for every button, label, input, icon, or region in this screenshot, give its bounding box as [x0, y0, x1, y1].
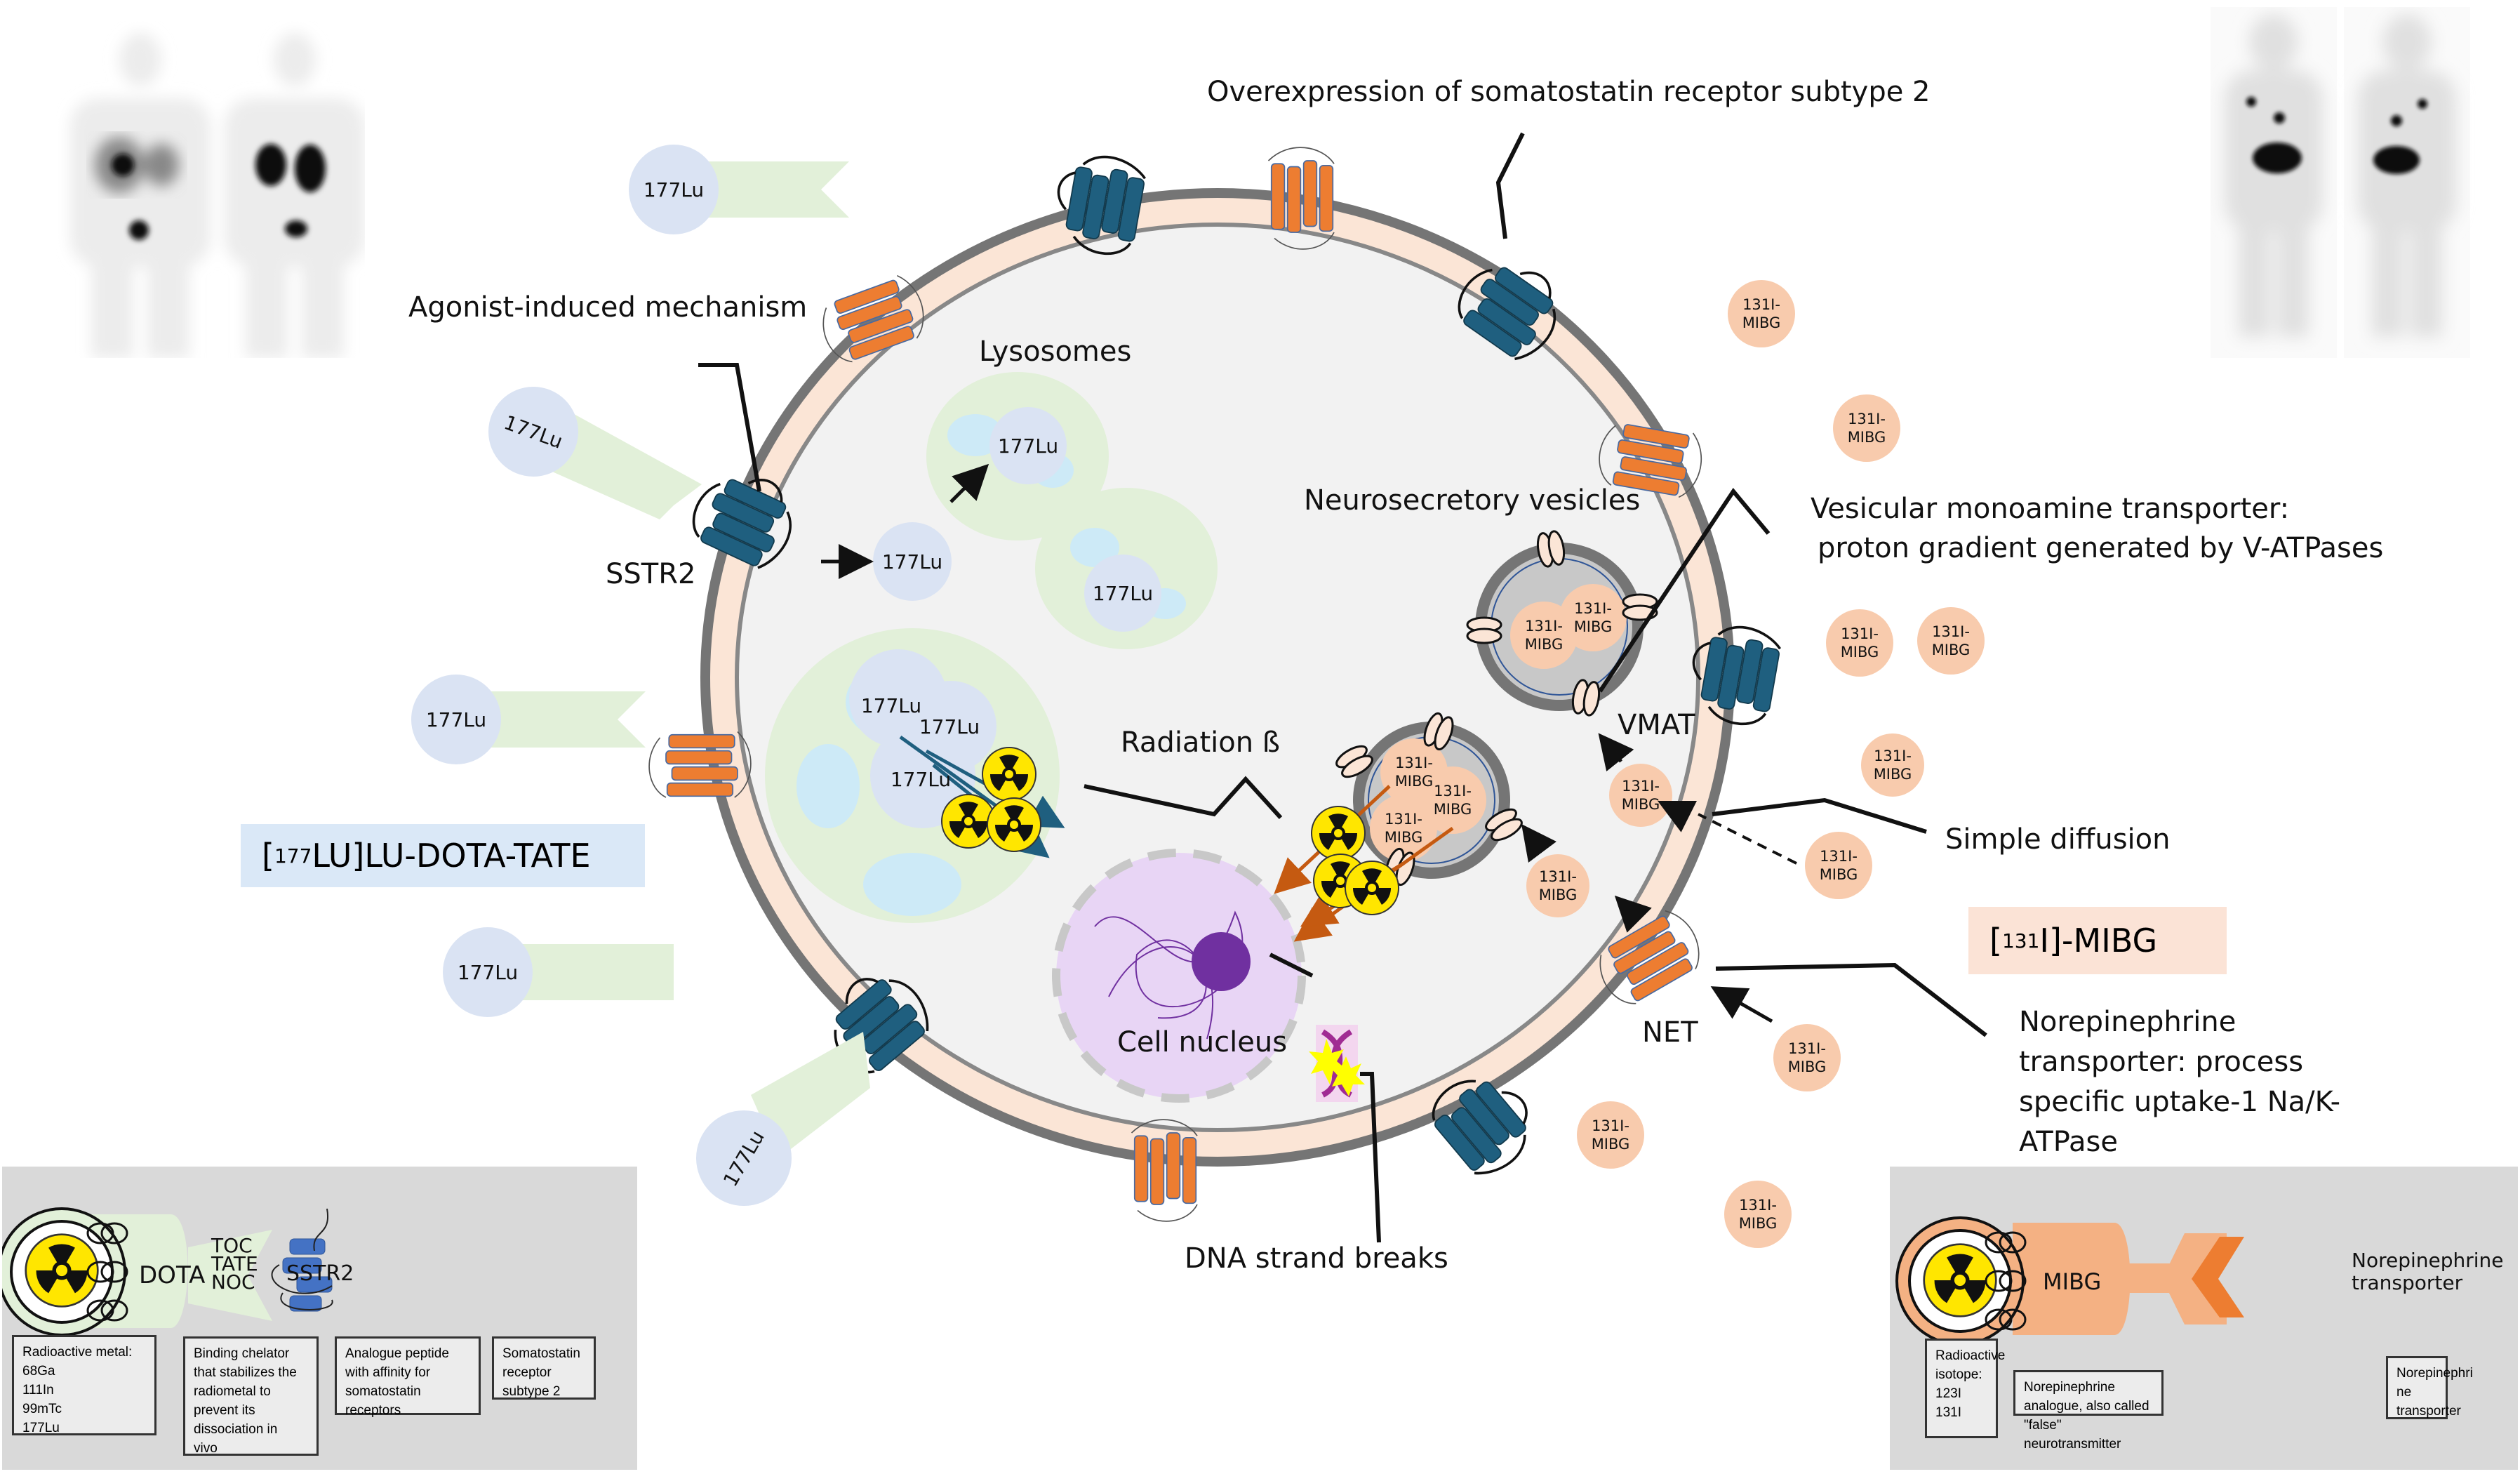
label-vmat-desc-2: proton gradient generated by V-ATPases — [1818, 532, 2384, 564]
mibg-particle-label: 131I-MIBG — [1591, 1117, 1630, 1153]
lutate-ligand — [411, 145, 870, 1206]
lu-177-particle-label: 177Lu — [860, 694, 922, 717]
net-desc-line: transporter: process — [2019, 1046, 2304, 1078]
peptide-noc: NOC — [211, 1270, 255, 1294]
peptide-tate: TATE — [211, 1252, 258, 1275]
nucleolus — [1192, 932, 1251, 991]
legend-note-metal: Radioactive metal: 68Ga 111In 99mTc 177L… — [12, 1335, 156, 1435]
mibg-particle-label: 131I-MIBG — [1847, 411, 1886, 446]
tag-isotope-mass: 177 — [274, 844, 312, 868]
label-net: NET — [1642, 1016, 1698, 1049]
neurosecretory-vesicle-bottom — [1332, 710, 1526, 889]
mibg-particle-label: 131I-MIBG — [1931, 623, 1971, 658]
mibg-particle-label: 131I-MIBG — [1573, 600, 1613, 635]
lu-177-particle-label: 177Lu — [643, 178, 705, 201]
label-neurosecretory-vesicles: Neurosecretory vesicles — [1304, 484, 1641, 517]
lu-177-particle-label: 177Lu — [881, 550, 943, 573]
tag-bracket: [ — [1989, 922, 2002, 960]
mibg-particle-label: 131I-MIBG — [1524, 618, 1564, 653]
mibg-particle-label: 131I-MIBG — [1538, 868, 1578, 903]
tag-compound-name: I]-MIBG — [2039, 922, 2158, 960]
lu-177-particle-label: 177Lu — [890, 768, 952, 791]
label-cell-nucleus: Cell nucleus — [1117, 1026, 1288, 1058]
legend-note-analogue: Norepinephrine analogue, also called "fa… — [2013, 1370, 2164, 1452]
mibg-scintigraphy-scan — [2211, 7, 2470, 358]
tag-isotope-mass: 131 — [2001, 929, 2040, 952]
label-vmat: VMAT — [1618, 709, 1695, 741]
lu-177-particle-label: 177Lu — [1092, 582, 1154, 605]
mibg-particles — [1526, 280, 1985, 1248]
legend-note-isotope: Radioactive isotope: 123I 131I — [1925, 1339, 2005, 1438]
lu-177-particle-label: 177Lu — [425, 708, 487, 731]
mibg-particle-label: 131I-MIBG — [1819, 848, 1858, 883]
mibg-particle-label: 131I-MIBG — [1738, 1197, 1778, 1232]
tag-compound-name: LU]LU-DOTA-TATE — [312, 837, 591, 875]
peptide-toc: TOC — [211, 1234, 253, 1257]
lu-scintigraphy-scan — [70, 33, 365, 358]
mibg-legend-panel: MIBG Norepinephrine transporter Radioact… — [1890, 1167, 2518, 1470]
mibg-particle-label: 131I-MIBG — [1787, 1040, 1827, 1075]
legend-note-chelator: Binding chelator that stabilizes the rad… — [183, 1336, 319, 1456]
legend-compound-label: MIBG — [2043, 1268, 2102, 1295]
mibg-particle-label: 131I-MIBG — [1621, 778, 1660, 813]
net-desc-line: ATPase — [2019, 1126, 2118, 1158]
label-agonist-mechanism: Agonist-induced mechanism — [408, 291, 808, 324]
lu-inside-lysosomes — [849, 407, 1161, 828]
legend-target-label: Norepinephrine transporter — [2352, 1249, 2504, 1294]
label-overexpression: Overexpression of somatostatin receptor … — [1207, 76, 1931, 108]
mibg-particle-label: 131I-MIBG — [1384, 811, 1423, 846]
net-desc-line: Norepinephrine — [2019, 1006, 2236, 1038]
mibg-legend-graphic — [1895, 1216, 2244, 1346]
net-desc-line: specific uptake-1 Na/K- — [2019, 1086, 2341, 1118]
label-sstr2: SSTR2 — [606, 558, 696, 590]
lu-177-particle-label: 177Lu — [997, 434, 1059, 458]
neurosecretory-vesicle-top — [1466, 529, 1658, 718]
internalized-lu — [873, 522, 952, 601]
lu-177-particle-label: 177Lu — [919, 715, 980, 738]
label-simple-diffusion: Simple diffusion — [1945, 823, 2171, 856]
legend-note-transporter: Norepinephri ne transporter — [2386, 1356, 2473, 1419]
label-radiation: Radiation ß — [1121, 726, 1280, 759]
legend-receptor-label: SSTR2 — [286, 1261, 354, 1286]
label-vmat-desc-1: Vesicular monoamine transporter: — [1811, 493, 2290, 525]
label-lysosomes: Lysosomes — [979, 336, 1132, 368]
legend-chelator-label: DOTA — [139, 1261, 206, 1289]
dna-strand-break-icon — [1309, 1025, 1365, 1102]
lutate-legend-panel: DOTA TOC TATE NOC SSTR2 Radioactive meta… — [2, 1167, 637, 1470]
lutate-legend-graphic — [2, 1207, 333, 1336]
label-dna-strand-breaks: DNA strand breaks — [1185, 1242, 1448, 1275]
cell-nucleus — [1052, 849, 1306, 1103]
tag-bracket: [ — [262, 837, 274, 875]
label-net-description: Norepinephrine transporter: process spec… — [2019, 1002, 2340, 1162]
legend-peptides: TOC TATE NOC — [211, 1234, 258, 1294]
lu-177-particle-label: 177Lu — [457, 961, 519, 984]
legend-note-receptor: Somatostatin receptor subtype 2 — [492, 1336, 596, 1400]
mibg-particle-label: 131I-MIBG — [1433, 783, 1472, 818]
mibg-particle-label: 131I-MIBG — [1742, 296, 1781, 331]
mibg-particle-label: 131I-MIBG — [1394, 755, 1434, 790]
mibg-particle-label: 131I-MIBG — [1873, 748, 1912, 783]
mibg-particle-label: 131I-MIBG — [1840, 625, 1879, 660]
legend-note-peptide: Analogue peptide with affinity for somat… — [335, 1336, 481, 1418]
